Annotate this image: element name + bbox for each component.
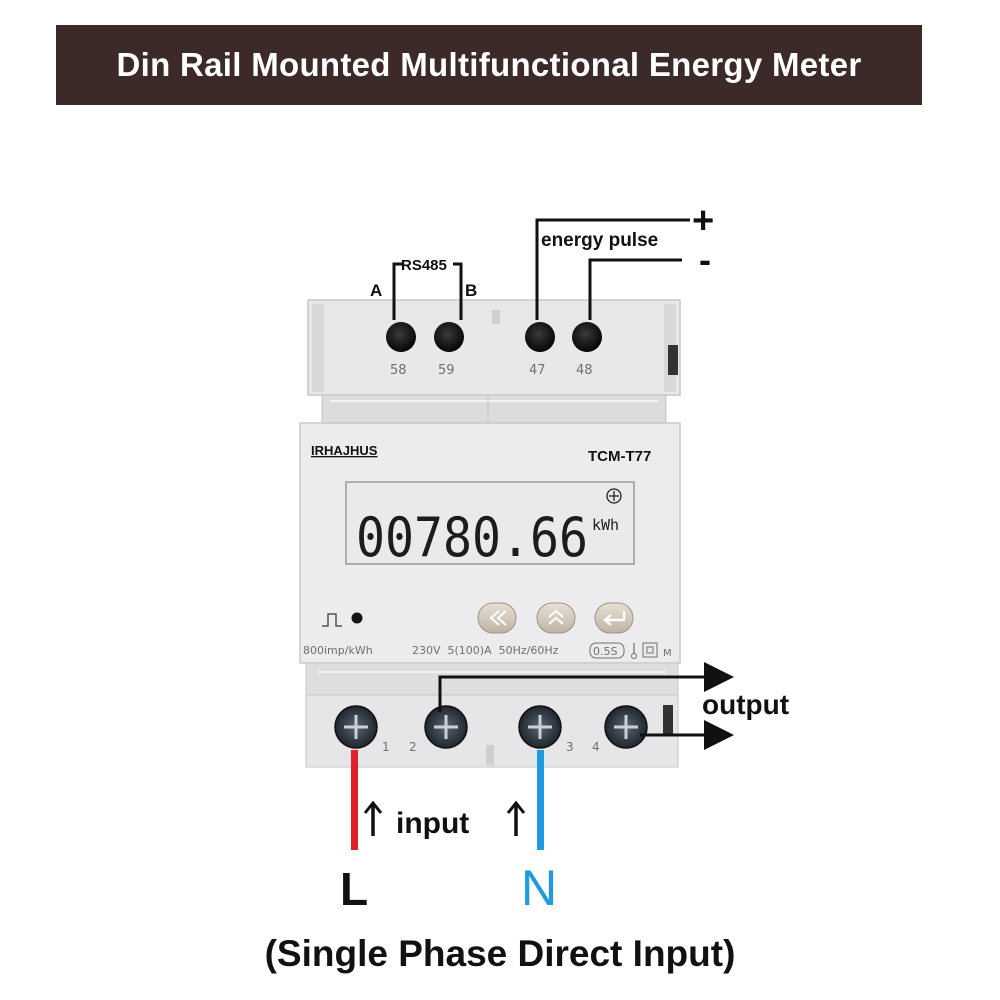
impulse-rate: 800imp/kWh bbox=[303, 644, 373, 657]
screw-icon bbox=[525, 322, 555, 352]
bottom-side-clip bbox=[663, 705, 673, 735]
left-button[interactable] bbox=[477, 602, 517, 634]
energy-reading: 00780.66 bbox=[356, 506, 588, 569]
neutral-wire bbox=[537, 750, 544, 850]
accuracy-class: 0.5S bbox=[593, 645, 617, 658]
plus-indicator-icon bbox=[606, 488, 622, 504]
screw-icon bbox=[434, 322, 464, 352]
arrow-up-icon bbox=[363, 800, 383, 836]
terminal-2: 2 bbox=[409, 705, 468, 754]
terminal-58: 58 bbox=[386, 322, 416, 378]
top-block-edge-left bbox=[312, 304, 324, 392]
model-label: TCM-T77 bbox=[588, 448, 651, 465]
terminal-47: 47 bbox=[525, 322, 555, 378]
terminal-3: 3 bbox=[518, 705, 574, 754]
line-wire bbox=[351, 750, 358, 850]
svg-text:58: 58 bbox=[390, 363, 407, 378]
pulse-icon bbox=[322, 613, 342, 627]
neutral-label: N bbox=[521, 860, 557, 916]
svg-text:4: 4 bbox=[592, 740, 600, 754]
bottom-terminal-screws: 1 2 3 4 bbox=[334, 705, 648, 754]
bottom-cover-ridge bbox=[305, 662, 679, 696]
rating-text: 230V 5(100)A 50Hz/60Hz bbox=[412, 644, 559, 657]
rs485-wiring: RS485 A B bbox=[370, 257, 477, 320]
screw-icon bbox=[572, 322, 602, 352]
energy-pulse-wiring: energy pulse + - bbox=[535, 200, 714, 320]
double-insulation-icon bbox=[642, 642, 658, 658]
terminal-4: 4 bbox=[592, 705, 648, 754]
energy-pulse-label: energy pulse bbox=[541, 230, 658, 251]
pulse-led bbox=[351, 612, 363, 624]
terminal-1: 1 bbox=[334, 705, 390, 754]
svg-text:2: 2 bbox=[409, 740, 417, 754]
rs485-label: RS485 bbox=[401, 257, 447, 274]
enter-button[interactable] bbox=[594, 602, 634, 634]
chevron-up-icon bbox=[548, 609, 564, 625]
output-wiring: output bbox=[438, 662, 789, 750]
lcd-display bbox=[345, 481, 635, 565]
arrow-up-icon bbox=[506, 800, 526, 836]
mode-mark: M bbox=[663, 648, 672, 659]
plus-label: + bbox=[692, 200, 714, 242]
line-label: L bbox=[340, 863, 368, 915]
svg-text:1: 1 bbox=[382, 740, 390, 754]
top-terminal-screws: 58 59 47 48 bbox=[386, 322, 602, 378]
top-block-notch bbox=[492, 310, 500, 324]
terminal-59: 59 bbox=[434, 322, 464, 378]
svg-text:47: 47 bbox=[529, 363, 546, 378]
page-title: Din Rail Mounted Multifunctional Energy … bbox=[116, 46, 862, 83]
reading-unit: kWh bbox=[592, 516, 619, 534]
svg-text:48: 48 bbox=[576, 363, 593, 378]
subtitle: (Single Phase Direct Input) bbox=[265, 933, 736, 974]
up-button[interactable] bbox=[536, 602, 576, 634]
input-wiring: input L N bbox=[340, 750, 557, 916]
terminal-cover-ridge bbox=[321, 394, 667, 424]
chevron-left-icon bbox=[489, 610, 507, 626]
minus-label: - bbox=[699, 239, 711, 280]
brand-label: IRHAJHUS bbox=[311, 443, 378, 458]
input-label: input bbox=[396, 807, 469, 840]
energy-meter: IRHAJHUS TCM-T77 00780.66 kWh 800imp/kWh bbox=[299, 299, 681, 768]
screw-icon bbox=[386, 322, 416, 352]
terminal-b-label: B bbox=[465, 281, 477, 300]
terminal-a-label: A bbox=[370, 281, 382, 300]
terminal-48: 48 bbox=[572, 322, 602, 378]
side-clip bbox=[668, 345, 678, 375]
output-label: output bbox=[702, 689, 789, 720]
enter-icon bbox=[603, 611, 626, 626]
svg-text:3: 3 bbox=[566, 740, 574, 754]
svg-text:59: 59 bbox=[438, 363, 455, 378]
thermometer-icon bbox=[631, 643, 637, 659]
title-banner: Din Rail Mounted Multifunctional Energy … bbox=[56, 25, 922, 105]
